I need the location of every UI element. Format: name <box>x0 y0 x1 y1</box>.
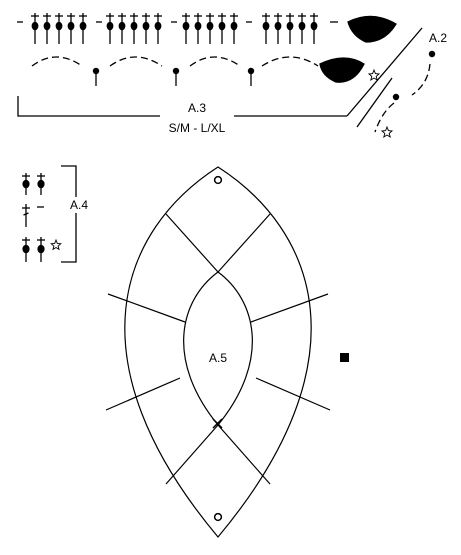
chain-arc <box>109 56 163 67</box>
top-strip <box>17 13 436 138</box>
treble-crochet-icon <box>22 237 30 262</box>
treble-crochet-icon <box>79 13 87 44</box>
chain-arc <box>189 56 241 67</box>
treble-crochet-icon <box>274 13 282 44</box>
legend-a4 <box>22 165 77 263</box>
single-crochet-icon <box>172 67 180 86</box>
single-crochet-icon <box>92 67 100 86</box>
row1-stitch-groups <box>31 13 318 44</box>
section-divider <box>105 377 181 411</box>
section-divider <box>255 377 331 411</box>
square-marker-icon <box>340 353 349 362</box>
treble-crochet-icon <box>43 13 51 44</box>
treble-crochet-icon <box>22 173 30 195</box>
a2-inner-line <box>356 77 393 128</box>
chain-arc <box>261 56 319 67</box>
treble-crochet-icon <box>31 13 39 44</box>
treble-crochet-icon <box>298 13 306 44</box>
a4-bracket <box>61 165 77 263</box>
dot-icon <box>392 93 400 101</box>
inner-leaf-outline <box>183 271 253 426</box>
dot-icon <box>428 50 436 58</box>
label-a3: A.3 <box>188 101 206 115</box>
treble-crochet-icon <box>286 13 294 44</box>
star-icon <box>367 68 381 81</box>
label-size: S/M - L/XL <box>169 121 226 135</box>
leaf-icon <box>347 15 397 43</box>
section-divider <box>217 424 271 485</box>
leaf-motif <box>105 166 349 538</box>
single-crochet-icon <box>247 67 255 86</box>
label-a5: A.5 <box>209 351 227 365</box>
section-divider <box>107 293 186 323</box>
ring-icon <box>213 175 223 185</box>
section-divider <box>165 424 219 485</box>
treble-crochet-icon <box>154 13 162 44</box>
star-icon <box>50 238 62 251</box>
treble-crochet-icon <box>310 13 318 44</box>
a4-label-bg <box>66 197 92 213</box>
treble-crochet-icon <box>118 13 126 44</box>
section-divider <box>250 293 329 323</box>
treble-crochet-icon <box>55 13 63 44</box>
double-crochet-icon <box>22 204 30 227</box>
treble-crochet-icon <box>262 13 270 44</box>
a2-boundary-line <box>346 27 423 117</box>
treble-crochet-icon <box>37 173 45 195</box>
label-a4: A.4 <box>70 198 88 212</box>
a3-bracket-left <box>17 96 160 117</box>
chain-arc <box>374 102 395 133</box>
label-a2: A.2 <box>429 31 447 45</box>
treble-crochet-icon <box>37 237 45 262</box>
outer-leaf-outline <box>124 166 312 538</box>
treble-crochet-icon <box>182 13 190 44</box>
treble-crochet-icon <box>130 13 138 44</box>
section-divider <box>165 213 219 273</box>
treble-crochet-icon <box>230 13 238 44</box>
treble-crochet-icon <box>106 13 114 44</box>
treble-crochet-icon <box>206 13 214 44</box>
section-divider <box>217 213 271 273</box>
treble-crochet-icon <box>142 13 150 44</box>
treble-crochet-icon <box>67 13 75 44</box>
chain-arc <box>411 63 431 96</box>
leaf-icon <box>319 57 365 83</box>
treble-crochet-icon <box>218 13 226 44</box>
ring-icon <box>213 512 223 522</box>
star-icon <box>380 125 394 138</box>
cross-marker-icon <box>212 418 223 429</box>
treble-crochet-icon <box>194 13 202 44</box>
chain-arc <box>31 56 83 67</box>
